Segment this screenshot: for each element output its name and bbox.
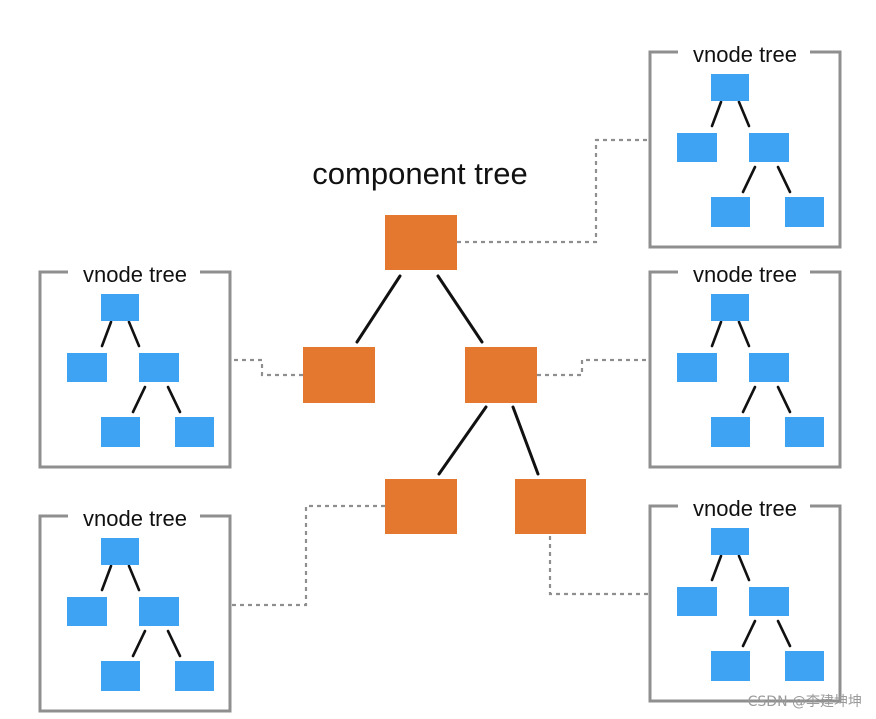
vnode-root (711, 74, 749, 101)
connector-bottom-right-to-tree-bottom-right (548, 536, 650, 596)
vnode-bottom-left (711, 197, 750, 227)
watermark: CSDN @李建坤坤 (748, 694, 862, 710)
vnode-tree-frame (38, 514, 232, 713)
vnode-bottom-right (785, 197, 824, 227)
vnode-bottom-right (175, 417, 214, 447)
component-node-root (385, 215, 457, 270)
vnode-tree-mid-right: vnode tree (648, 262, 842, 469)
vnode-tree-title: vnode tree (693, 42, 797, 67)
vnode-right (749, 587, 789, 616)
vnode-tree-edges (710, 320, 792, 414)
vnode-tree-diagram (67, 294, 214, 447)
vnode-tree-diagram (67, 538, 214, 691)
vnode-tree-top-right: vnode tree (648, 42, 842, 249)
vnode-root (711, 294, 749, 321)
connector-bottom-left-to-tree-bottom-left (232, 504, 385, 607)
vnode-tree-edges (710, 100, 792, 194)
connector-left-to-tree-left (232, 358, 303, 377)
vnode-root (101, 538, 139, 565)
vnode-left (67, 353, 107, 382)
vnode-tree-title: vnode tree (693, 262, 797, 287)
vnode-tree-title: vnode tree (83, 506, 187, 531)
vnode-bottom-right (175, 661, 214, 691)
vnode-right (749, 133, 789, 162)
vnode-tree-diagram (677, 528, 824, 681)
vnode-tree-bottom-left: vnode tree (38, 506, 232, 713)
edge-root-right (436, 274, 484, 344)
vnode-right (749, 353, 789, 382)
vnode-root (711, 528, 749, 555)
vnode-bottom-left (101, 661, 140, 691)
vnode-tree-left: vnode tree (38, 262, 232, 469)
vnode-left (677, 133, 717, 162)
component-tree-nodes (303, 215, 586, 534)
edge-root-left (355, 274, 402, 344)
vnode-right (139, 353, 179, 382)
vnode-bottom-right (785, 417, 824, 447)
vnode-tree-nodes (67, 538, 214, 691)
component-tree-title: component tree (312, 156, 527, 191)
vnode-tree-nodes (677, 74, 824, 227)
vnode-tree-bottom-right: vnode tree (648, 496, 842, 703)
vnode-tree-frame (648, 50, 842, 249)
vnode-tree-frame (648, 270, 842, 469)
vnode-tree-edges (710, 554, 792, 648)
vnode-left (677, 353, 717, 382)
vnode-tree-diagram (677, 294, 824, 447)
vnode-tree-frame (38, 270, 232, 469)
component-node-bottom-left (385, 479, 457, 534)
vnode-bottom-left (101, 417, 140, 447)
vnode-tree-edges (100, 320, 182, 414)
vnode-tree-diagram (677, 74, 824, 227)
vnode-tree-edges (100, 564, 182, 658)
vnode-tree-nodes (677, 294, 824, 447)
vnode-left (67, 597, 107, 626)
vnode-tree-title: vnode tree (83, 262, 187, 287)
vnode-tree-nodes (67, 294, 214, 447)
vnode-root (101, 294, 139, 321)
component-tree-edges (355, 274, 540, 476)
component-node-right (465, 347, 537, 403)
vnode-tree-frame (648, 504, 842, 703)
vnode-tree-nodes (677, 528, 824, 681)
edge-right-bottom-left (437, 405, 488, 476)
vnode-right (139, 597, 179, 626)
connector-root-to-tree-top-right (457, 138, 650, 244)
vnode-tree-title: vnode tree (693, 496, 797, 521)
connectors (232, 138, 650, 607)
vnode-bottom-left (711, 417, 750, 447)
component-node-bottom-right (515, 479, 586, 534)
vnode-left (677, 587, 717, 616)
component-node-left (303, 347, 375, 403)
vnode-bottom-right (785, 651, 824, 681)
component-tree: component tree (303, 156, 586, 534)
connector-right-to-tree-mid-right (537, 358, 650, 377)
vnode-bottom-left (711, 651, 750, 681)
edge-right-bottom-right (511, 405, 540, 476)
